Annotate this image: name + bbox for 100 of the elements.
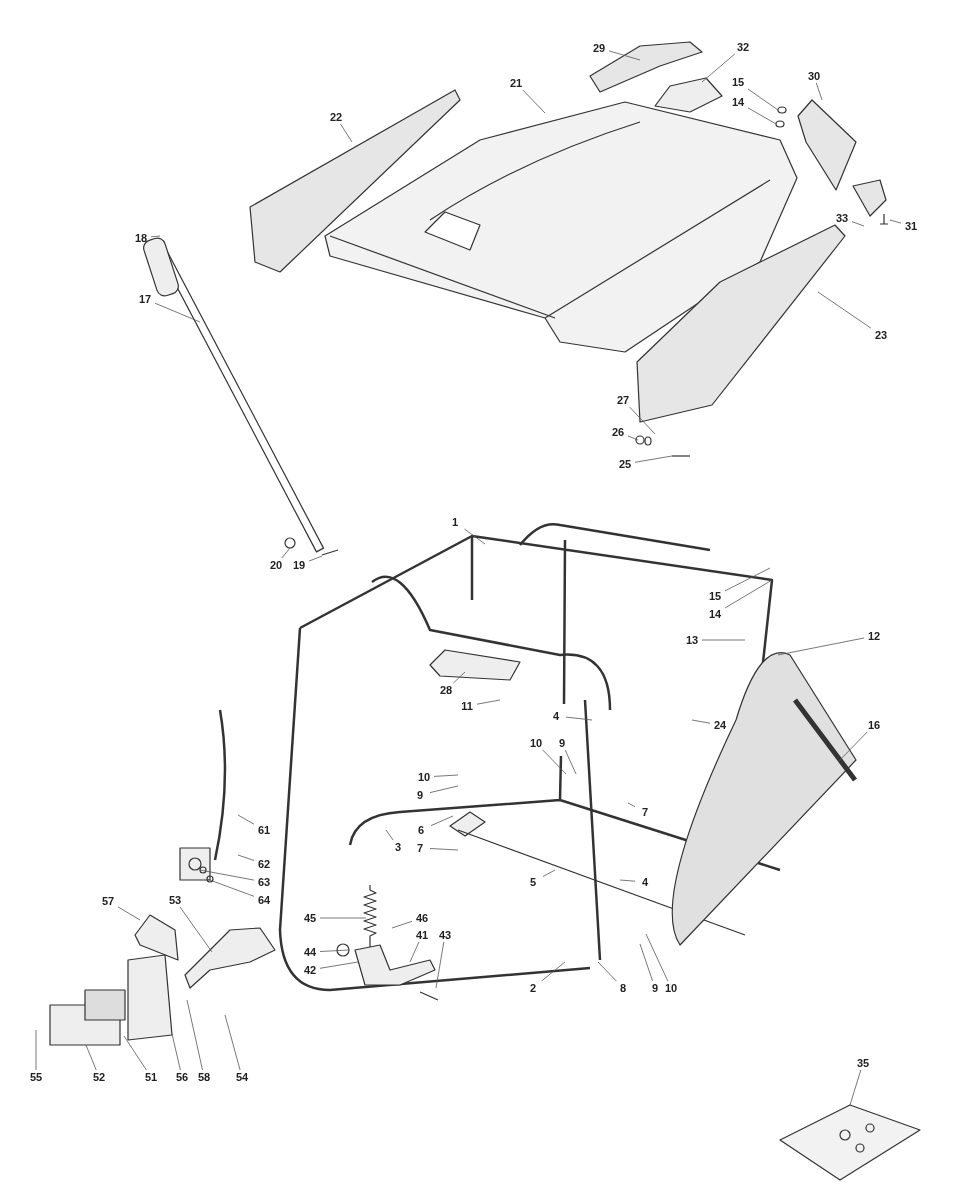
callout-number: 14 [728,95,748,109]
callout-number: 11 [457,699,477,713]
leader-line [597,961,617,982]
leader-line [541,961,566,982]
leader-line [206,878,255,897]
leader-line [237,854,255,861]
leader-line [627,802,636,808]
callout-number: 32 [733,40,753,54]
callout-number: 61 [254,823,274,837]
leader-line [319,949,350,952]
callout-number: 15 [705,589,725,603]
leader-line [564,749,577,775]
leader-line [724,567,771,592]
leader-line [453,671,466,684]
leader-line [391,920,413,929]
callout-number: 7 [635,805,655,819]
leader-line [150,235,161,238]
callout-number: 10 [526,736,546,750]
leader-line [639,943,653,982]
callout-number: 19 [289,558,309,572]
callout-number: 33 [832,211,852,225]
leader-line [117,906,141,921]
leader-line [435,941,445,989]
leader-line [319,961,359,969]
callout-number: 30 [804,69,824,83]
leader-line [522,89,546,114]
callout-number: 7 [410,841,430,855]
callout-number: 13 [682,633,702,647]
leader-line [430,815,454,826]
leader-line [634,455,673,463]
callout-number: 35 [853,1056,873,1070]
callout-number: 51 [141,1070,161,1084]
callout-number: 4 [546,709,566,723]
leader-line [154,302,201,323]
callout-number: 46 [412,911,432,925]
leader-line [35,1029,37,1071]
callout-number: 55 [26,1070,46,1084]
callout-number: 16 [864,718,884,732]
callout-number: 9 [410,788,430,802]
leader-line [837,731,868,763]
leader-line [186,999,203,1071]
leader-line [281,547,291,559]
callout-number: 4 [635,875,655,889]
leader-line [849,1069,862,1106]
leader-line [608,50,641,61]
callout-number: 58 [194,1070,214,1084]
callout-number: 5 [523,875,543,889]
callout-number: 63 [254,875,274,889]
callout-number: 41 [412,928,432,942]
leader-line [627,435,639,441]
leader-line [409,941,420,963]
leader-line [747,88,779,111]
callout-number: 23 [871,328,891,342]
leader-line [237,814,255,825]
leader-line [319,917,367,919]
leader-line [433,774,459,777]
callout-number: 44 [300,945,320,959]
callout-number: 17 [135,292,155,306]
leader-line [308,555,323,562]
leader-line [645,933,669,982]
callout-number: 2 [523,981,543,995]
callout-number: 24 [710,718,730,732]
leader-line [199,869,255,881]
leader-line [817,291,872,329]
leader-line [340,123,353,143]
leader-line [542,749,567,775]
callout-number: 18 [131,231,151,245]
callout-number: 27 [613,393,633,407]
callout-number: 25 [615,457,635,471]
leader-line [619,879,636,882]
leader-line [691,719,711,724]
leader-line [171,1033,181,1071]
callout-number: 56 [172,1070,192,1084]
callout-number: 22 [326,110,346,124]
leader-line [542,869,556,877]
callout-number: 12 [864,629,884,643]
callout-number: 20 [266,558,286,572]
leader-line [889,219,902,224]
callout-number: 64 [254,893,274,907]
callout-number: 54 [232,1070,252,1084]
callout-number: 42 [300,963,320,977]
callout-number: 9 [552,736,572,750]
callout-number: 6 [411,823,431,837]
callout-number: 10 [414,770,434,784]
leader-line [701,53,736,83]
leader-line [179,906,213,953]
callout-number: 62 [254,857,274,871]
callout-number: 31 [901,219,921,233]
leader-line [777,637,865,656]
callout-number: 21 [506,76,526,90]
callout-number: 1 [445,515,465,529]
callout-number: 43 [435,928,455,942]
callout-number: 45 [300,911,320,925]
leader-line [747,107,777,125]
leader-line [629,406,656,435]
leader-line [724,579,773,609]
leader-line [429,848,459,851]
leader-line [815,82,823,101]
leader-line [565,716,593,721]
leader-line [701,639,746,641]
